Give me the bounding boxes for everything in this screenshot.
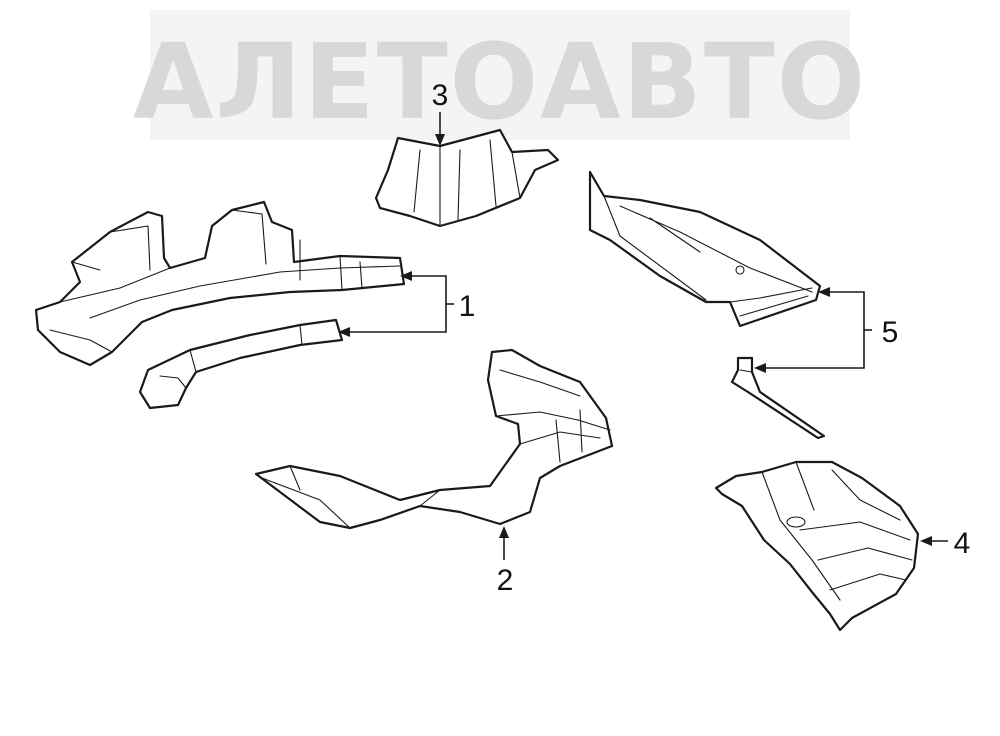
part-2 (254, 348, 614, 530)
callout-label-1: 1 (459, 290, 476, 323)
callout-label-2: 2 (497, 564, 514, 597)
callout-label-3: 3 (432, 79, 449, 112)
callout-5-leaders (754, 287, 872, 373)
part-1-upper (34, 200, 406, 367)
watermark: АЛЕТОАВТО (133, 10, 867, 143)
callout-3-leader (435, 112, 445, 146)
part-4 (714, 460, 920, 632)
callout-4-leader (920, 536, 948, 546)
part-5-upper (588, 170, 822, 328)
part-1-lower (138, 318, 344, 410)
callout-label-5: 5 (882, 316, 899, 349)
callout-1-leaders (338, 271, 454, 337)
callout-2-leader (499, 526, 509, 560)
part-5-lower (730, 356, 826, 440)
watermark-text: АЛЕТОАВТО (133, 21, 867, 143)
watermark-background (150, 10, 850, 140)
part-3 (374, 128, 560, 228)
callout-label-4: 4 (954, 527, 971, 560)
